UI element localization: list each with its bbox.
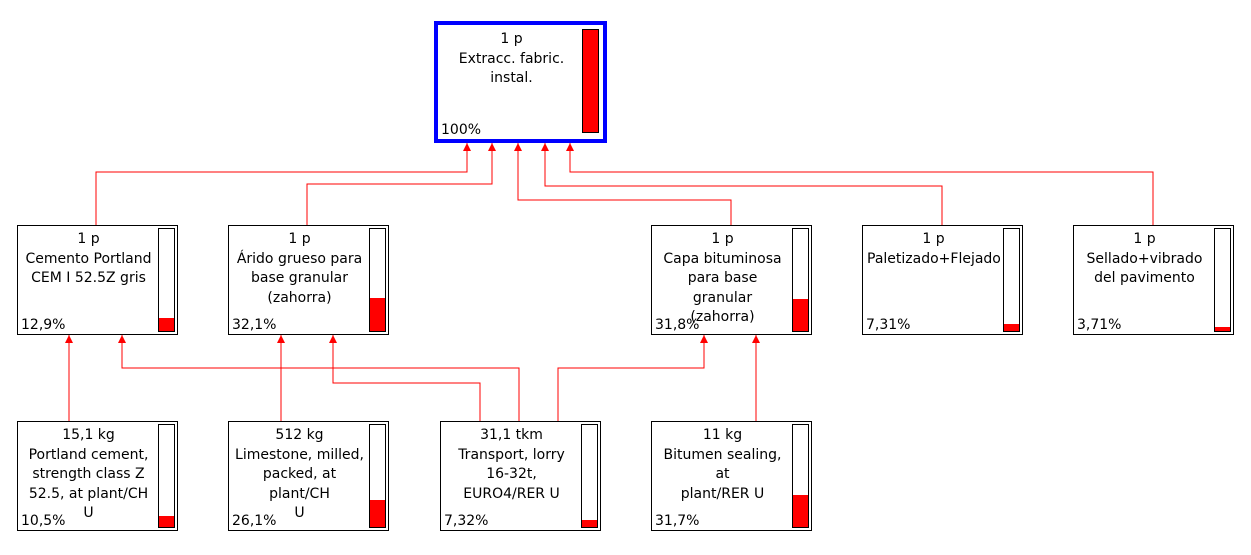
link-sellado-to-root — [569, 143, 1154, 225]
node-label: 1 p Capa bituminosa para base granular (… — [663, 231, 782, 325]
node-share-bar — [582, 29, 599, 133]
node-share-bar — [581, 424, 598, 528]
node-portland-cement[interactable]: 15,1 kg Portland cement, strength class … — [17, 421, 178, 531]
node-percentage: 12,9% — [21, 317, 66, 333]
link-transport-to-cemento — [121, 335, 520, 421]
node-percentage: 10,5% — [21, 513, 66, 529]
node-paletizado[interactable]: 1 p Paletizado+Flejado 7,31% — [862, 225, 1023, 335]
node-label: 1 p Paletizado+Flejado — [867, 231, 1001, 267]
share-fill — [370, 500, 385, 527]
node-share-bar — [369, 228, 386, 332]
share-fill — [793, 298, 808, 331]
arrowhead-icon — [277, 335, 285, 343]
arrowhead-icon — [488, 143, 496, 151]
share-fill — [1004, 323, 1019, 331]
link-arido-to-root — [306, 143, 493, 225]
node-label: 512 kg Limestone, milled, packed, at pla… — [235, 427, 364, 521]
node-arido-grueso[interactable]: 1 p Árido grueso para base granular (zah… — [228, 225, 389, 335]
share-fill — [582, 519, 597, 527]
node-label: 1 p Árido grueso para base granular (zah… — [236, 231, 363, 306]
arrowhead-icon — [752, 335, 760, 343]
link-transport-to-arido — [332, 335, 481, 421]
node-share-bar — [158, 228, 175, 332]
share-fill — [793, 494, 808, 527]
node-share-bar — [158, 424, 175, 528]
node-label: 15,1 kg Portland cement, strength class … — [28, 427, 149, 521]
share-fill — [370, 298, 385, 331]
link-paletizado-to-root — [544, 143, 943, 225]
arrowhead-icon — [514, 143, 522, 151]
link-transport-to-capa — [557, 335, 705, 421]
node-percentage: 7,32% — [444, 513, 489, 529]
node-share-bar — [369, 424, 386, 528]
node-sellado[interactable]: 1 p Sellado+vibrado del pavimento 3,71% — [1073, 225, 1234, 335]
arrowhead-icon — [700, 335, 708, 343]
node-percentage: 26,1% — [232, 513, 277, 529]
node-share-bar — [1003, 228, 1020, 332]
link-cemento-to-root — [95, 143, 468, 225]
node-capa-bituminosa[interactable]: 1 p Capa bituminosa para base granular (… — [651, 225, 812, 335]
node-percentage: 7,31% — [866, 317, 911, 333]
node-percentage: 32,1% — [232, 317, 277, 333]
arrowhead-icon — [541, 143, 549, 151]
node-limestone[interactable]: 512 kg Limestone, milled, packed, at pla… — [228, 421, 389, 531]
arrowhead-icon — [566, 143, 574, 151]
arrowhead-icon — [65, 335, 73, 343]
node-share-bar — [792, 424, 809, 528]
node-percentage: 3,71% — [1077, 317, 1122, 333]
node-percentage: 31,8% — [655, 317, 700, 333]
arrowhead-icon — [329, 335, 337, 343]
node-label: 1 p Extracc. fabric. instal. — [458, 31, 565, 86]
node-percentage: 31,7% — [655, 513, 700, 529]
node-share-bar — [1214, 228, 1231, 332]
node-label: 1 p Sellado+vibrado del pavimento — [1086, 231, 1203, 286]
share-fill — [1215, 327, 1230, 331]
node-percentage: 100% — [441, 122, 482, 138]
node-bitumen-sealing[interactable]: 11 kg Bitumen sealing, at plant/RER U 31… — [651, 421, 812, 531]
node-label: 1 p Cemento Portland CEM I 52.5Z gris — [25, 231, 152, 286]
node-root[interactable]: 1 p Extracc. fabric. instal. 100% — [434, 21, 607, 143]
node-cemento-portland[interactable]: 1 p Cemento Portland CEM I 52.5Z gris 12… — [17, 225, 178, 335]
link-capa-to-root — [517, 143, 732, 225]
node-label: 11 kg Bitumen sealing, at plant/RER U — [663, 427, 782, 502]
node-share-bar — [792, 228, 809, 332]
share-fill — [159, 516, 174, 527]
share-fill — [159, 317, 174, 331]
arrowhead-icon — [463, 143, 471, 151]
arrowhead-icon — [118, 335, 126, 343]
node-transport[interactable]: 31,1 tkm Transport, lorry 16-32t, EURO4/… — [440, 421, 601, 531]
node-label: 31,1 tkm Transport, lorry 16-32t, EURO4/… — [458, 427, 565, 502]
share-fill — [583, 30, 598, 132]
